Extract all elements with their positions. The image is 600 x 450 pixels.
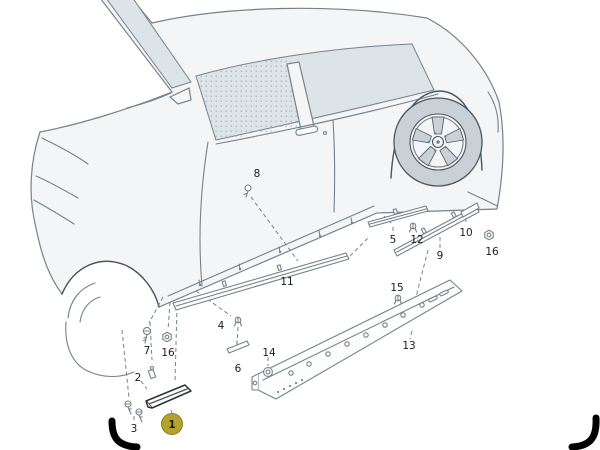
callout-number[interactable]: 1 <box>168 419 175 431</box>
callout-number[interactable]: 16 <box>161 347 175 359</box>
callout-number[interactable]: 12 <box>410 234 423 246</box>
part-end-piece-10 <box>460 202 480 218</box>
part-clip-8 <box>243 184 252 198</box>
part-clip-4 <box>233 316 243 327</box>
callout-3[interactable]: 3 <box>131 423 138 435</box>
taillight-line <box>487 91 499 133</box>
nut-icon <box>484 229 494 241</box>
part-sill-panel-13 <box>251 279 463 400</box>
grommet-icon <box>263 367 273 377</box>
front-door-seam <box>199 141 209 287</box>
nut-icon <box>162 331 172 343</box>
front-window-stipple <box>196 57 303 140</box>
door-handle <box>295 125 328 136</box>
callout-number[interactable]: 6 <box>235 363 242 375</box>
callout-16-2[interactable]: 16 <box>161 347 175 359</box>
grille-line <box>35 175 79 199</box>
callout-number[interactable]: 15 <box>390 282 403 294</box>
part-clip-12 <box>408 222 418 233</box>
part-clip-15 <box>393 294 403 305</box>
callout-15[interactable]: 15 <box>390 282 403 294</box>
part-nut-16-right <box>484 229 494 241</box>
callout-6[interactable]: 6 <box>235 363 242 375</box>
clip-icon <box>243 184 252 198</box>
callout-4[interactable]: 4 <box>218 320 225 332</box>
callout-number[interactable]: 5 <box>390 234 397 246</box>
callout-16[interactable]: 16 <box>485 246 499 258</box>
callout-11[interactable]: 11 <box>280 276 293 288</box>
parts <box>124 184 494 423</box>
side-mirror <box>168 87 192 105</box>
callout-7[interactable]: 7 <box>144 345 151 357</box>
callout-13[interactable]: 13 <box>402 340 415 352</box>
callout-2[interactable]: 2 <box>135 372 142 384</box>
part-bracket-6 <box>226 340 250 354</box>
quarter-panel-seam <box>332 119 336 213</box>
callout-10[interactable]: 10 <box>459 227 472 239</box>
frame-corner-bottom-right <box>568 414 600 450</box>
part-screw-7 <box>142 326 152 344</box>
callout-number[interactable]: 7 <box>144 345 151 357</box>
callout-number[interactable]: 9 <box>437 250 444 262</box>
part-trim-strip-11 <box>172 252 350 311</box>
callout-number[interactable]: 13 <box>402 340 415 352</box>
front-wheel <box>61 260 160 378</box>
screw-icon <box>135 408 143 423</box>
rear-wheel <box>390 90 483 187</box>
part-clip-2 <box>147 365 157 380</box>
highlight-circle[interactable] <box>161 413 183 435</box>
callout-number[interactable]: 4 <box>218 320 225 332</box>
clip-icon <box>393 294 403 305</box>
callout-number[interactable]: 11 <box>280 276 293 288</box>
wheel-spokes <box>411 116 465 167</box>
windshield-glass <box>106 0 192 89</box>
part-screws-3 <box>124 400 143 423</box>
callout-9[interactable]: 9 <box>437 250 444 262</box>
callout-8[interactable]: 8 <box>254 168 261 180</box>
clip-icon <box>408 222 418 233</box>
part-strip-5 <box>367 205 429 228</box>
part-grommet-14 <box>263 367 273 377</box>
callout-1[interactable]: 1 <box>161 413 183 435</box>
callout-number[interactable]: 14 <box>262 347 276 359</box>
bumper-crease <box>33 199 75 225</box>
callout-number[interactable]: 8 <box>254 168 261 180</box>
headlight-line <box>41 137 89 165</box>
vehicle-illustration <box>30 0 504 378</box>
callout-number[interactable]: 16 <box>485 246 499 258</box>
frame-corner-bottom-left <box>108 417 141 450</box>
rear-bumper-seam <box>467 191 498 207</box>
callout-number[interactable]: 3 <box>131 423 138 435</box>
front-wheel-arch <box>61 260 160 308</box>
rocker-attachment-points <box>198 217 354 287</box>
callout-5[interactable]: 5 <box>390 234 397 246</box>
part-nut-16-left <box>162 331 172 343</box>
screw-icon <box>142 326 152 344</box>
clip-icon <box>147 365 157 380</box>
callout-14[interactable]: 14 <box>262 347 276 359</box>
callout-number[interactable]: 2 <box>135 372 142 384</box>
screw-icon <box>124 400 132 415</box>
callout-12[interactable]: 12 <box>410 234 423 246</box>
window-trim-line <box>215 93 439 145</box>
part-molding-1 <box>145 384 192 409</box>
leader-lines <box>121 196 467 421</box>
cowl-line <box>126 92 172 109</box>
clip-icon <box>233 316 243 327</box>
rocker-trim-line <box>167 205 375 297</box>
part-strip-9 <box>393 205 480 257</box>
callout-number[interactable]: 10 <box>459 227 472 239</box>
